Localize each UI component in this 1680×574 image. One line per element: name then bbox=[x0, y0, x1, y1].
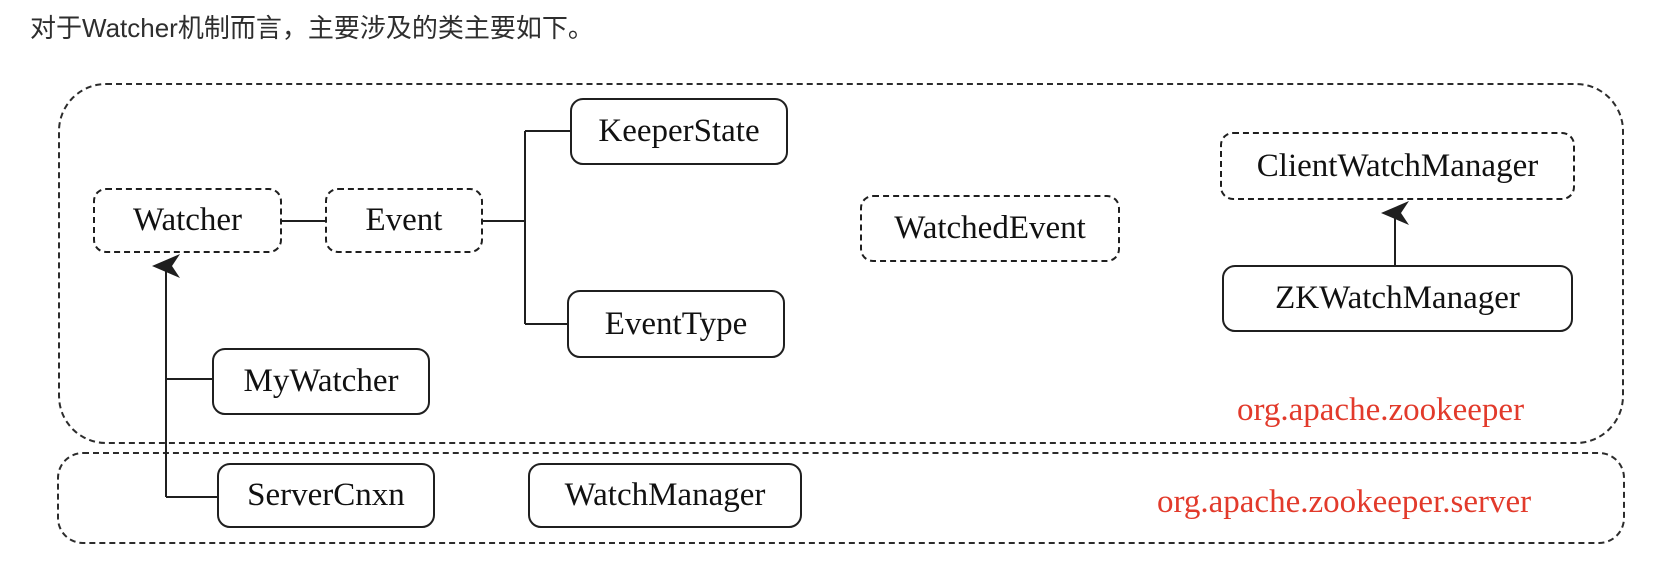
package-label-zookeeper: org.apache.zookeeper bbox=[1237, 392, 1525, 428]
class-box-watched-event: WatchedEvent bbox=[860, 195, 1120, 262]
class-box-keeper-state: KeeperState bbox=[570, 98, 788, 165]
class-box-client-watch-manager: ClientWatchManager bbox=[1220, 132, 1575, 200]
class-box-event-type: EventType bbox=[567, 290, 785, 358]
class-label: ZKWatchManager bbox=[1275, 280, 1520, 316]
class-box-watcher: Watcher bbox=[93, 188, 282, 253]
class-box-my-watcher: MyWatcher bbox=[212, 348, 430, 415]
page-title: 对于Watcher机制而言，主要涉及的类主要如下。 bbox=[30, 13, 594, 43]
class-label: KeeperState bbox=[598, 113, 760, 149]
class-box-event: Event bbox=[325, 188, 483, 253]
class-box-zk-watch-manager: ZKWatchManager bbox=[1222, 265, 1573, 332]
class-label: WatchedEvent bbox=[894, 210, 1086, 246]
class-label: ServerCnxn bbox=[247, 477, 405, 513]
package-zookeeper-server bbox=[57, 452, 1625, 544]
class-box-watch-manager: WatchManager bbox=[528, 463, 802, 528]
class-label: EventType bbox=[604, 305, 748, 342]
class-label: Event bbox=[365, 202, 443, 238]
class-label: MyWatcher bbox=[243, 363, 399, 399]
class-label: Watcher bbox=[132, 202, 243, 238]
package-zookeeper bbox=[58, 83, 1624, 444]
class-box-server-cnxn: ServerCnxn bbox=[217, 463, 435, 528]
class-label: WatchManager bbox=[564, 477, 766, 513]
class-label: ClientWatchManager bbox=[1256, 147, 1539, 184]
package-label-zookeeper-server: org.apache.zookeeper.server bbox=[1157, 484, 1532, 520]
